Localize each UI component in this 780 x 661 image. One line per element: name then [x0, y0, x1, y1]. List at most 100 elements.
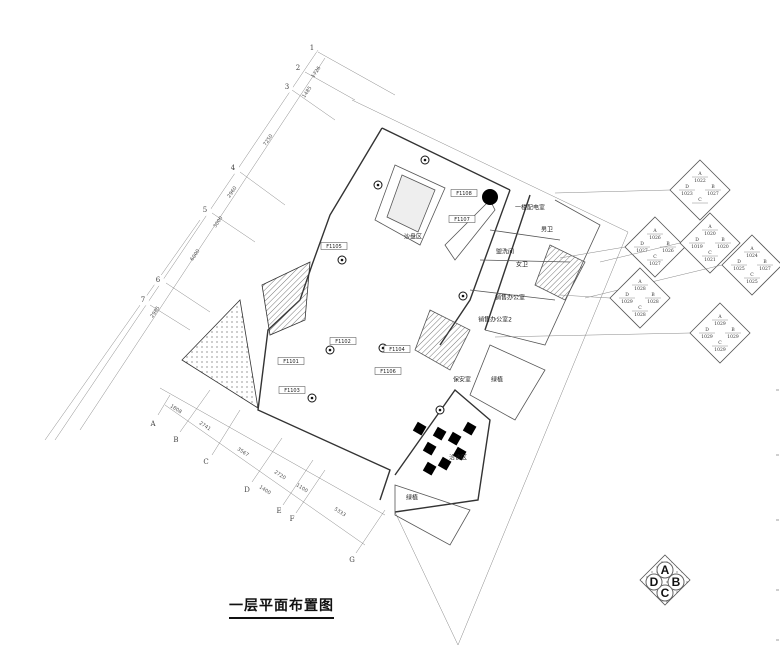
legend-letter-A: A [652, 228, 657, 234]
legend-code-A: 1020 [704, 231, 716, 237]
axis-label-5: 5 [203, 206, 207, 214]
legend-letter-C: C [718, 340, 722, 346]
legend-code-D: 1029 [701, 334, 713, 340]
legend-letter-D: D [625, 292, 629, 298]
axis-label-B: B [173, 436, 178, 444]
legend-letter-D: D [737, 259, 741, 265]
view-marker-dot [381, 346, 385, 350]
legend-code-B: 1027 [707, 191, 719, 197]
legend-letter-C: C [653, 254, 657, 260]
view-marker-dot [310, 396, 314, 400]
room-label: 一楼配电室 [515, 204, 545, 212]
chair [330, 399, 340, 409]
table [334, 348, 342, 356]
chair [314, 310, 324, 320]
item-tag-box [450, 189, 478, 197]
legend-code-C: 1029 [714, 347, 726, 353]
legend-code-D: 1019 [691, 244, 703, 250]
legend-letter-A: A [717, 314, 722, 320]
item-tag-box [320, 242, 348, 250]
axis-bubble [137, 294, 149, 306]
legend-code-A: 1024 [746, 253, 758, 259]
dimension-value: 3567 [236, 446, 250, 458]
legend-letter-D: D [705, 327, 709, 333]
chair [357, 270, 367, 280]
chair [374, 310, 384, 320]
axis-bubble [292, 62, 304, 74]
leader-line [559, 246, 626, 259]
axis-bubble [147, 418, 159, 430]
axis-bubble [227, 162, 239, 174]
legend-letter-D: D [640, 241, 644, 247]
legend-code-D: 1027 [636, 248, 648, 254]
item-tag-box [329, 337, 357, 345]
diamond-frame [679, 212, 741, 274]
view-marker-dot [438, 408, 442, 412]
legend-code-B: 1027 [759, 266, 771, 272]
leader-line [559, 294, 611, 299]
item-tag-box [278, 386, 306, 394]
planter-ne [469, 344, 546, 421]
axis-bubble [346, 554, 358, 566]
planter-triangle [181, 299, 259, 409]
sofa-seat [437, 456, 452, 471]
dimension-lines-numeric [54, 49, 396, 441]
legend-letter-A: A [697, 171, 702, 177]
table [294, 334, 302, 342]
legend-letter-D: D [695, 237, 699, 243]
planter-west [261, 261, 311, 336]
legend-code-A: 1026 [649, 235, 661, 241]
chair [367, 303, 377, 313]
room-label: 绿植 [491, 376, 503, 384]
axis-label-E: E [276, 507, 281, 515]
item-tag-box [277, 357, 305, 365]
axis-bubble [306, 42, 318, 54]
dimension-value: 7250 [262, 133, 274, 147]
key-letter-D: D [650, 575, 659, 589]
leader-line [554, 189, 671, 194]
axis-label-G: G [349, 556, 355, 564]
diamond-frame [689, 302, 751, 364]
table-cluster [373, 381, 397, 405]
table-cluster [286, 326, 310, 350]
legend-code-A: 1029 [714, 321, 726, 327]
legend-code-B: 1029 [727, 334, 739, 340]
chair [375, 432, 385, 442]
room-label: 男卫 [541, 227, 553, 234]
chair [328, 310, 338, 320]
chair [364, 277, 374, 287]
legend-letter-C: C [750, 272, 754, 278]
legend-code-C: 1025 [746, 279, 758, 285]
key-letter-A: A [661, 563, 670, 577]
chair [340, 347, 350, 357]
axis-label-1: 1 [310, 44, 314, 52]
chair [300, 333, 310, 343]
view-marker-dot [328, 348, 332, 352]
table [376, 426, 384, 434]
dimension-value: 5333 [333, 506, 347, 518]
key-circle-D [645, 573, 663, 591]
key-letter-C: C [661, 586, 670, 600]
sand-table [374, 164, 446, 246]
item-tag-code: F1103 [284, 388, 300, 394]
chair [373, 388, 383, 398]
leader-line [494, 332, 691, 338]
table-cluster [350, 270, 374, 294]
dimension-value: 1485 [301, 85, 313, 99]
item-tag-code: F1102 [335, 339, 351, 345]
table [368, 311, 376, 319]
table-cluster [314, 303, 338, 327]
room-label: 盥洗间 [496, 248, 514, 256]
axis-label-4: 4 [231, 164, 236, 172]
item-tag-code: F1105 [326, 244, 342, 250]
chair [321, 317, 331, 327]
legend-letter-D: D [685, 184, 689, 190]
annotations-layer: 12345671726148572502960300060002985ABCDE… [137, 42, 780, 641]
legend-letter-C: C [638, 305, 642, 311]
item-tag-code: F1106 [380, 369, 396, 375]
sofa-seat [452, 446, 467, 461]
